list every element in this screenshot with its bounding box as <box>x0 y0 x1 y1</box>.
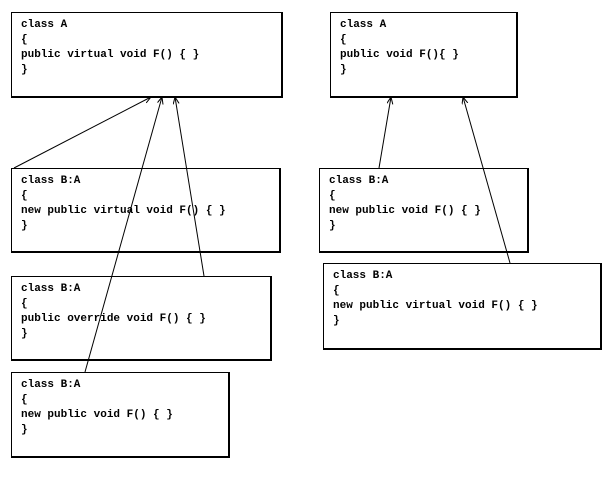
right-base-class-code: class A { public void F(){ } } <box>340 18 507 78</box>
code-line: } <box>21 328 28 340</box>
code-line: { <box>21 394 28 406</box>
code-line: { <box>21 34 28 46</box>
code-line: class A <box>340 19 387 31</box>
left-derived-override-code: class B:A { public override void F() { }… <box>21 282 261 342</box>
code-line: } <box>21 64 28 76</box>
code-line: { <box>21 190 28 202</box>
left-base-class-box: class A { public virtual void F() { } } <box>11 12 283 98</box>
left-new-virtual-to-base-arrow <box>13 97 151 169</box>
right-derived-new-code: class B:A { new public void F() { } } <box>329 174 518 234</box>
left-derived-new-box: class B:A { new public void F() { } } <box>11 372 230 458</box>
left-derived-new-code: class B:A { new public void F() { } } <box>21 378 219 438</box>
left-derived-override-box: class B:A { public override void F() { }… <box>11 276 272 361</box>
code-line: public void F(){ } <box>340 49 459 61</box>
code-line: } <box>333 315 340 327</box>
left-derived-new-virtual-box: class B:A { new public virtual void F() … <box>11 168 281 253</box>
left-base-class-code: class A { public virtual void F() { } } <box>21 18 272 78</box>
right-new-virtual-to-base-arrow <box>463 97 511 264</box>
code-line: } <box>21 424 28 436</box>
code-line: { <box>21 298 28 310</box>
code-line: new public virtual void F() { } <box>333 300 538 312</box>
code-line: class A <box>21 19 68 31</box>
right-derived-new-virtual-code: class B:A { new public virtual void F() … <box>333 269 591 329</box>
code-line: { <box>329 190 336 202</box>
left-override-to-base-arrow <box>175 97 205 277</box>
code-line: class B:A <box>21 175 81 187</box>
code-line: } <box>329 220 336 232</box>
code-line: class B:A <box>21 379 81 391</box>
code-line: } <box>340 64 347 76</box>
right-derived-new-box: class B:A { new public void F() { } } <box>319 168 529 253</box>
code-line: new public void F() { } <box>329 205 481 217</box>
code-line: public virtual void F() { } <box>21 49 200 61</box>
code-line: public override void F() { } <box>21 313 206 325</box>
left-new-to-base-arrow <box>84 97 162 373</box>
code-line: } <box>21 220 28 232</box>
code-line: class B:A <box>21 283 81 295</box>
code-line: { <box>333 285 340 297</box>
code-line: class B:A <box>333 270 393 282</box>
code-line: { <box>340 34 347 46</box>
code-line: new public void F() { } <box>21 409 173 421</box>
right-new-to-base-arrow <box>378 97 391 169</box>
right-base-class-box: class A { public void F(){ } } <box>330 12 518 98</box>
right-derived-new-virtual-box: class B:A { new public virtual void F() … <box>323 263 602 350</box>
code-line: class B:A <box>329 175 389 187</box>
